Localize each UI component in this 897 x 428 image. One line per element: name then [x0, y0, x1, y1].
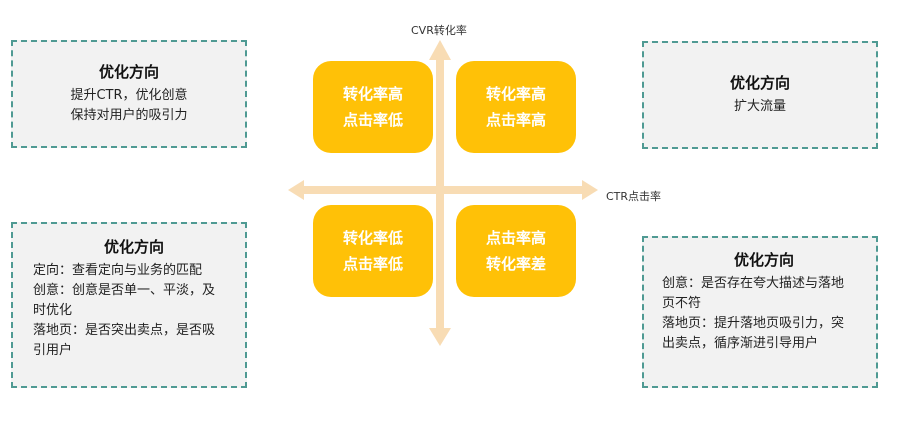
x-axis-line: [300, 186, 590, 194]
advice-line: 定向：查看定向与业务的匹配: [33, 263, 203, 278]
advice-box-top-left: 优化方向 提升CTR，优化创意 保持对用户的吸引力: [11, 40, 247, 148]
y-axis-line: [436, 56, 444, 338]
advice-line: 页不符: [662, 296, 702, 311]
advice-box-bottom-left-title: 优化方向: [103, 238, 164, 256]
advice-box-bottom-left: 优化方向 定向：查看定向与业务的匹配 创意：创意是否单一、平淡，及 时优化 落地…: [11, 222, 247, 388]
x-axis-arrow-right: [582, 180, 598, 200]
y-axis-arrow-down: [429, 328, 451, 346]
advice-box-bottom-right-title: 优化方向: [733, 251, 794, 269]
quadrant-top-left-line2: 点击率低: [342, 111, 403, 129]
quadrant-bottom-left-line1: 转化率低: [342, 229, 403, 247]
y-axis-arrow-up: [429, 40, 451, 60]
quadrant-bottom-left-line2: 点击率低: [342, 255, 403, 273]
quadrant-bottom-left: 转化率低 点击率低: [313, 205, 433, 297]
advice-line: 落地页：是否突出卖点，是否吸: [33, 323, 216, 338]
advice-line: 创意：创意是否单一、平淡，及: [33, 283, 216, 298]
y-axis-label: CVR转化率: [411, 24, 467, 37]
advice-box-top-right-title: 优化方向: [729, 74, 790, 92]
quadrant-bottom-right-line2: 转化率差: [485, 255, 546, 273]
advice-box-bottom-right: 优化方向 创意：是否存在夸大描述与落地 页不符 落地页：提升落地页吸引力，突 出…: [642, 236, 878, 388]
advice-box-top-left-title: 优化方向: [98, 63, 159, 81]
quadrant-bottom-right: 点击率高 转化率差: [456, 205, 576, 297]
advice-line: 出卖点，循序渐进引导用户: [662, 336, 819, 351]
advice-line: 保持对用户的吸引力: [70, 108, 188, 123]
quadrant-bottom-right-line1: 点击率高: [485, 229, 546, 247]
advice-line: 提升CTR，优化创意: [70, 88, 188, 103]
x-axis-arrow-left: [288, 180, 304, 200]
x-axis-label: CTR点击率: [606, 190, 662, 203]
quadrant-top-right-line2: 点击率高: [485, 111, 546, 129]
quadrant-top-right: 转化率高 点击率高: [456, 61, 576, 153]
quadrant-top-left-line1: 转化率高: [342, 85, 403, 103]
advice-line: 创意：是否存在夸大描述与落地: [662, 276, 845, 291]
advice-line: 引用户: [33, 343, 73, 358]
quadrant-top-right-line1: 转化率高: [485, 85, 546, 103]
advice-line: 落地页：提升落地页吸引力，突: [662, 316, 845, 331]
advice-line: 扩大流量: [733, 99, 786, 114]
advice-box-top-right: 优化方向 扩大流量: [642, 41, 878, 149]
advice-line: 时优化: [33, 303, 73, 318]
quadrant-top-left: 转化率高 点击率低: [313, 61, 433, 153]
